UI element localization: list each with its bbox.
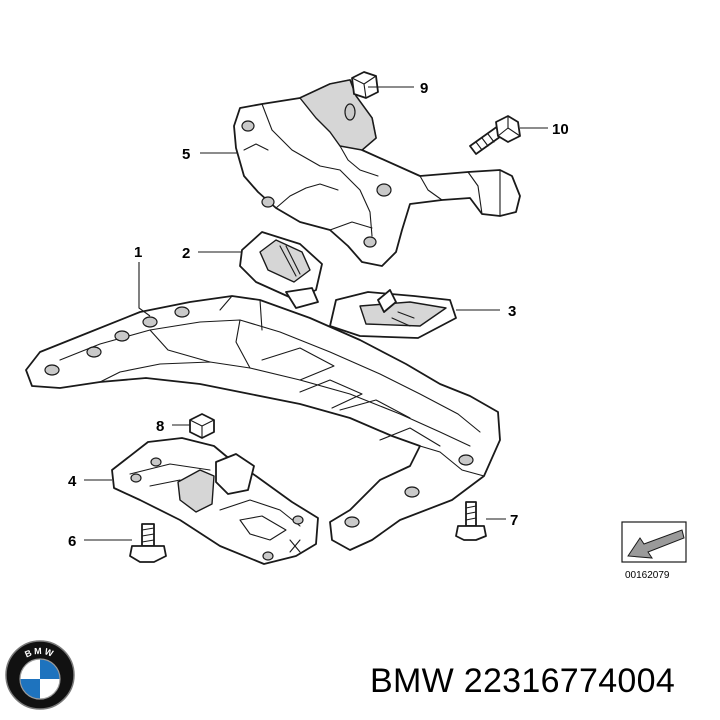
part-10-bolt: [469, 115, 521, 155]
part-7-bolt: [455, 501, 487, 541]
callout-6: 6: [68, 533, 76, 550]
callout-7: 7: [510, 512, 518, 529]
part-2-rubber-mount: [239, 231, 323, 309]
bmw-roundel-icon: BMW: [5, 640, 75, 710]
callout-3: 3: [508, 303, 516, 320]
part-3-rubber-mount: [329, 289, 457, 339]
arrow-orientation-icon: [627, 529, 685, 559]
part-1-crossmember: [25, 295, 501, 551]
callout-4: 4: [68, 473, 77, 490]
callout-numbers: 9 10 5 1 2 3 8 4 6 7: [68, 80, 569, 550]
leader-lines: [84, 86, 548, 541]
svg-text:BMW: BMW: [23, 646, 56, 660]
logo-lettering: BMW: [23, 646, 54, 660]
callout-1: 1: [134, 244, 142, 261]
part-4-mount-plate: [111, 437, 319, 565]
callout-2: 2: [182, 245, 190, 262]
orientation-code: 00162079: [625, 570, 670, 581]
part-6-bolt: [129, 523, 167, 563]
leader-1: [138, 262, 151, 317]
part-number-caption: BMW 22316774004: [370, 662, 676, 700]
callout-5: 5: [182, 146, 190, 163]
part-9-nut: [351, 71, 379, 99]
part-8-nut: [189, 413, 215, 439]
part-5-mount-bracket: [233, 79, 521, 267]
callout-8: 8: [156, 418, 164, 435]
orientation-box: 00162079: [621, 521, 687, 581]
callout-10: 10: [552, 121, 569, 138]
callout-9: 9: [420, 80, 428, 97]
